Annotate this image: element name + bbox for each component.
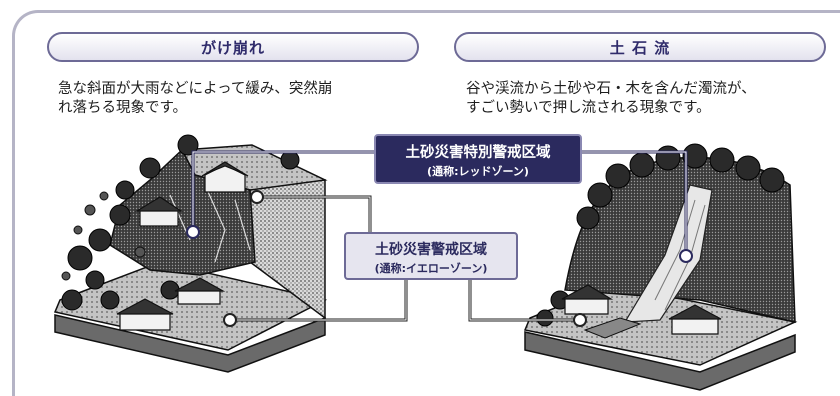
outer-frame: [12, 10, 840, 396]
landslide-illustration: [53, 134, 328, 373]
debris-flow-title: 土 石 流: [454, 32, 826, 62]
yellow-zone-subtitle: (通称:イエローゾーン): [374, 262, 488, 275]
red-zone-label: 土砂災害特別警戒区域 (通称:レッドゾーン): [374, 134, 582, 184]
debris-flow-illustration: [523, 143, 798, 391]
yellow-zone-title: 土砂災害警戒区域: [375, 242, 487, 258]
debris-flow-description: 谷や渓流から土砂や石・木を含んだ濁流が、 すごい勢いで押し流される現象です。: [466, 80, 826, 118]
red-zone-title: 土砂災害特別警戒区域: [405, 145, 551, 161]
landslide-title: がけ崩れ: [47, 32, 419, 62]
debris-flow-description-line-2: すごい勢いで押し流される現象です。: [466, 100, 711, 116]
debris-flow-description-line-1: 谷や渓流から土砂や石・木を含んだ濁流が、: [466, 81, 756, 97]
landslide-description-line-2: れ落ちる現象です。: [58, 100, 188, 116]
landslide-description: 急な斜面が大雨などによって緩み、突然崩 れ落ちる現象です。: [58, 80, 418, 118]
yellow-zone-label: 土砂災害警戒区域 (通称:イエローゾーン): [344, 232, 518, 280]
red-zone-subtitle: (通称:レッドゾーン): [427, 165, 529, 178]
landslide-description-line-1: 急な斜面が大雨などによって緩み、突然崩: [58, 81, 333, 97]
